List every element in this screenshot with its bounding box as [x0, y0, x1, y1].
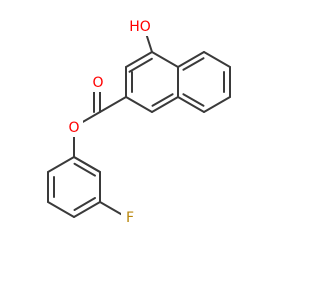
bond-c1-carbonyl — [99, 96, 127, 113]
hydroxyl-label-background — [124, 18, 154, 36]
bond-c1-c2-inner — [128, 57, 153, 73]
bond-c3-c7 — [177, 51, 205, 68]
fluorine-label-background — [121, 209, 139, 227]
atom-label-layer: HO O O F — [65, 18, 154, 227]
ester-oxygen: O — [65, 119, 83, 137]
bond-c4-c5-inner — [151, 93, 174, 107]
hydroxyl-label: HO — [129, 19, 151, 35]
fluorine-atom: F — [121, 209, 139, 227]
bond-b2-b3-inner — [73, 197, 96, 211]
bond-c1-c2 — [125, 51, 153, 68]
hydroxyl-group: HO — [124, 18, 154, 36]
bond-b5-b6 — [47, 156, 75, 173]
bond-c7-c8 — [203, 51, 231, 68]
bond-c2-c3 — [151, 51, 179, 68]
carbonyl-oxygen-label: O — [92, 75, 103, 91]
fluorine-label: F — [126, 210, 134, 226]
bond-b6-b1 — [73, 156, 101, 173]
bond-c10-c4-inner — [182, 93, 205, 107]
ester-oxygen-label-background — [65, 119, 83, 137]
bond-b6-b1-inner — [73, 162, 96, 177]
bond-c3-c7-inner — [182, 57, 205, 71]
bond-c9-c10 — [203, 96, 231, 113]
carbonyl-oxygen: O — [89, 74, 107, 92]
bond-b3-b4 — [47, 201, 75, 218]
bond-c10-c4 — [177, 96, 205, 113]
ester-oxygen-label: O — [68, 120, 79, 136]
bond-c5-c6 — [125, 96, 153, 113]
carbonyl-oxygen-label-background — [89, 74, 107, 92]
bond-b2-b3 — [73, 201, 101, 218]
bond-c4-c5 — [151, 96, 179, 113]
chemical-structure-diagram: HO O O F — [47, 18, 231, 227]
